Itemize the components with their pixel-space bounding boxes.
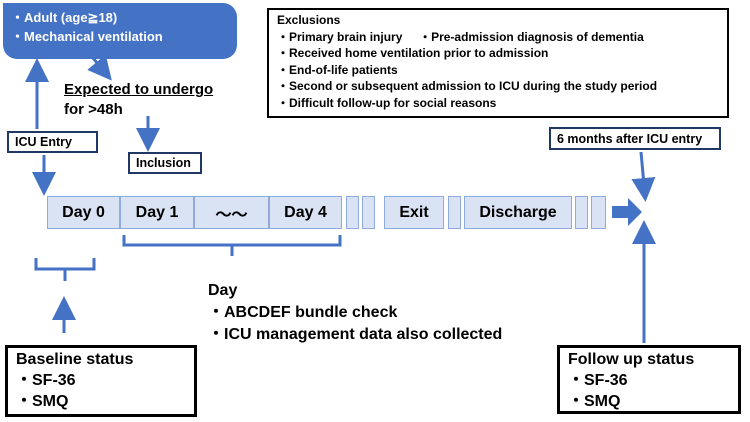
timeline-day1: Day 1	[120, 196, 194, 229]
exclusion-item-2: ・Received home ventilation prior to admi…	[277, 46, 549, 61]
six-months-label: 6 months after ICU entry	[557, 131, 703, 146]
followup-status-box: Follow up status ・SF-36 ・SMQ	[557, 345, 741, 414]
criteria-ventilation: ・Mechanical ventilation	[11, 29, 163, 44]
expected-line-1: Expected to undergo	[64, 81, 214, 98]
expected-duration-note: Expected to undergo for >48h	[64, 80, 213, 120]
inclusion-box: Inclusion	[128, 152, 202, 174]
followup-smq: ・SMQ	[568, 393, 621, 410]
icu-entry-label: ICU Entry	[15, 135, 72, 149]
day0-bracket	[34, 258, 96, 281]
icu-entry-box: ICU Entry	[7, 131, 98, 153]
timeline-gap-2	[362, 196, 375, 229]
exit-label: Exit	[399, 203, 429, 221]
timeline-gap-5	[591, 196, 606, 229]
days-bracket	[122, 235, 342, 256]
exclusion-brain-injury: ・Primary brain injury	[277, 29, 403, 44]
timeline-exit: Exit	[384, 196, 444, 229]
baseline-smq: ・SMQ	[16, 393, 69, 410]
baseline-status-box: Baseline status ・SF-36 ・SMQ	[5, 345, 197, 417]
exclusion-item-3: ・End-of-life patients	[277, 62, 398, 77]
exclusion-dementia: ・Pre-admission diagnosis of dementia	[419, 29, 644, 44]
day4-label: Day 4	[284, 203, 327, 221]
timeline-tilde: 〜〜	[194, 196, 269, 229]
six-months-box: 6 months after ICU entry	[549, 127, 721, 150]
timeline-gap-3	[448, 196, 461, 229]
timeline-end-arrow	[612, 198, 642, 226]
criteria-adult: ・Adult (age≧18)	[11, 10, 118, 25]
day-note-management: ・ICU management data also collected	[208, 326, 503, 343]
timeline-gap-1	[346, 196, 359, 229]
discharge-label: Discharge	[479, 203, 557, 221]
day-note-title: Day	[208, 282, 238, 299]
exclusions-box: Exclusions ・Primary brain injury ・Pre-ad…	[267, 8, 729, 118]
baseline-sf36: ・SF-36	[16, 372, 76, 389]
timeline-discharge: Discharge	[464, 196, 572, 229]
timeline-day0: Day 0	[47, 196, 120, 229]
expected-line-2: for >48h	[64, 101, 123, 118]
inclusion-label: Inclusion	[136, 156, 191, 170]
sixmonths-down-arrow	[631, 151, 656, 202]
timeline-gap-4	[575, 196, 588, 229]
exclusion-item-4: ・Second or subsequent admission to ICU d…	[277, 79, 658, 94]
day-note: Day ・ABCDEF bundle check ・ICU management…	[208, 280, 502, 346]
baseline-title: Baseline status	[16, 351, 134, 368]
exclusions-title: Exclusions	[277, 13, 341, 27]
followup-title: Follow up status	[568, 351, 695, 368]
exclusion-item-1: ・Primary brain injury ・Pre-admission dia…	[277, 29, 719, 46]
tilde-label: 〜〜	[215, 206, 248, 224]
day-note-bundle: ・ABCDEF bundle check	[208, 304, 398, 321]
criteria-to-expected-arrow	[87, 54, 112, 81]
day1-label: Day 1	[135, 203, 179, 221]
exclusion-item-5: ・Difficult follow-up for social reasons	[277, 95, 497, 110]
timeline-day4: Day 4	[269, 196, 342, 229]
followup-sf36: ・SF-36	[568, 372, 628, 389]
inclusion-criteria-box: ・Adult (age≧18) ・Mechanical ventilation	[3, 3, 237, 59]
day0-label: Day 0	[62, 203, 105, 221]
